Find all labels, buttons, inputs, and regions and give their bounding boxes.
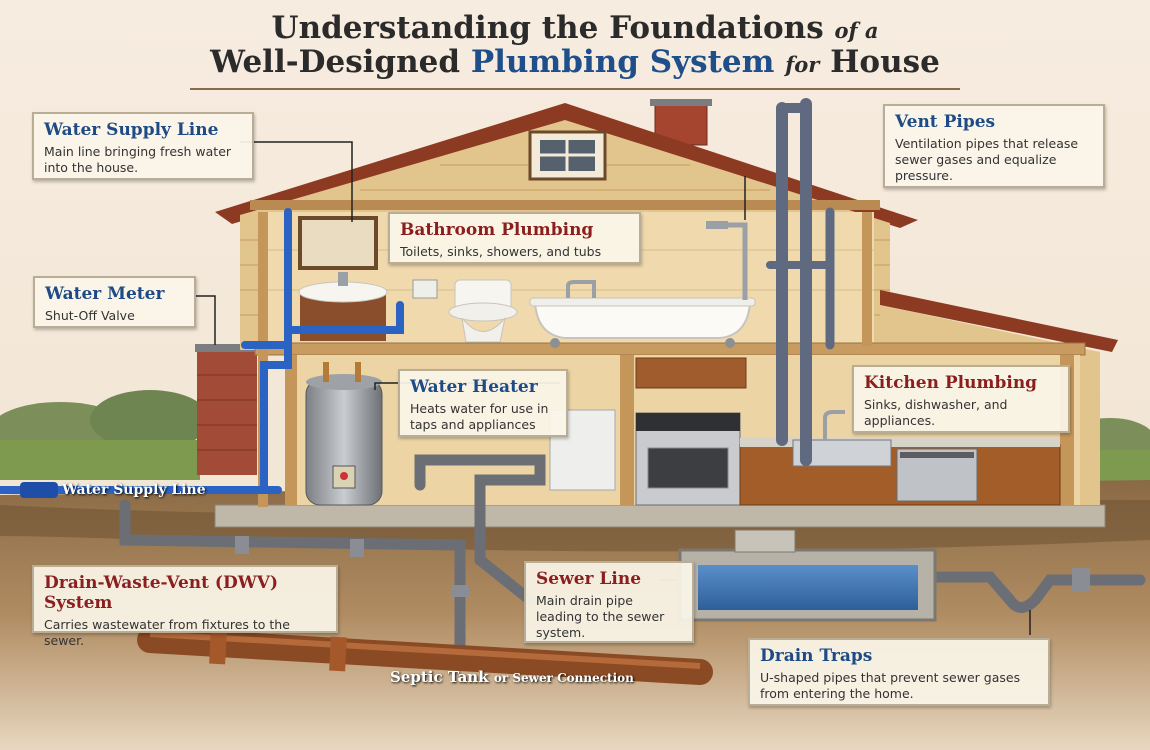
callout-title: Water Heater [410,377,538,397]
callout-desc: Carries wastewater from fixtures to the … [44,617,290,648]
callout-desc: Ventilation pipes that release sewer gas… [895,136,1079,183]
callout-desc: U-shaped pipes that prevent sewer gases … [760,670,1021,701]
callout-desc: Sinks, dishwasher, and appliances. [864,397,1008,428]
page-title-line-2: Well-Designed Plumbing System for House [0,44,1150,80]
septic-tank [678,529,937,622]
callout-water-heater: Water Heater Heats water for use in taps… [398,369,568,437]
septic-small-text: or Sewer Connection [493,671,634,685]
foundation-slab [214,504,1106,528]
sewer-main-pipe [137,627,713,685]
vent-pipes [766,98,835,466]
bathroom-mirror [298,216,378,270]
title-well-designed: Well-Designed [210,44,461,80]
callout-title: Water Supply Line [44,120,219,140]
callout-title: Drain-Waste-Vent (DWV) System [44,573,279,613]
water-heater [305,362,383,506]
upper-cabinets [635,357,747,389]
brick-wall [197,350,257,475]
title-divider [190,88,960,90]
bathtub [529,280,756,348]
callout-desc: Toilets, sinks, showers, and tubs [400,244,602,259]
callout-water-meter: Water Meter Shut-Off Valve [33,276,196,328]
callout-sewer-line: Sewer Line Main drain pipe leading to th… [524,561,694,643]
callout-drain-traps: Drain Traps U-shaped pipes that prevent … [748,638,1050,706]
callout-title: Drain Traps [760,646,873,666]
callout-title: Vent Pipes [895,112,996,132]
kitchen-roof [880,290,1118,352]
callout-water-supply-line: Water Supply Line Main line bringing fre… [32,112,254,180]
title-plumbing-system: Plumbing System [470,44,775,80]
ground-label-water-supply: Water Supply Line [62,482,206,498]
title-small-of: of a [834,18,879,43]
callout-desc: Shut-Off Valve [45,308,135,323]
supply-valve [20,482,58,498]
callout-desc: Main drain pipe leading to the sewer sys… [536,593,665,640]
callout-title: Water Meter [45,284,165,304]
page-title-line-1: Understanding the Foundations of a [0,10,1150,46]
ground-label-septic: Septic Tank or Sewer Connection [390,668,634,686]
title-main: Understanding the Foundations [271,10,824,46]
callout-bathroom-plumbing: Bathroom Plumbing Toilets, sinks, shower… [388,212,641,264]
drain-pipes [119,454,1146,671]
title-house: House [830,44,940,80]
callout-title: Kitchen Plumbing [864,373,1038,393]
callout-dwv-system: Drain-Waste-Vent (DWV) System Carries wa… [32,565,338,648]
callout-kitchen-plumbing: Kitchen Plumbing Sinks, dishwasher, and … [852,365,1070,433]
water-supply-pipes [0,208,404,494]
callout-desc: Heats water for use in taps and applianc… [410,401,549,432]
toilet [448,279,518,343]
callout-title: Bathroom Plumbing [400,220,594,240]
septic-main-text: Septic Tank [390,668,489,686]
title-small-for: for [785,52,820,77]
callout-desc: Main line bringing fresh water into the … [44,144,232,175]
stove [635,412,741,506]
callout-vent-pipes: Vent Pipes Ventilation pipes that releas… [883,104,1105,188]
callout-title: Sewer Line [536,569,642,589]
